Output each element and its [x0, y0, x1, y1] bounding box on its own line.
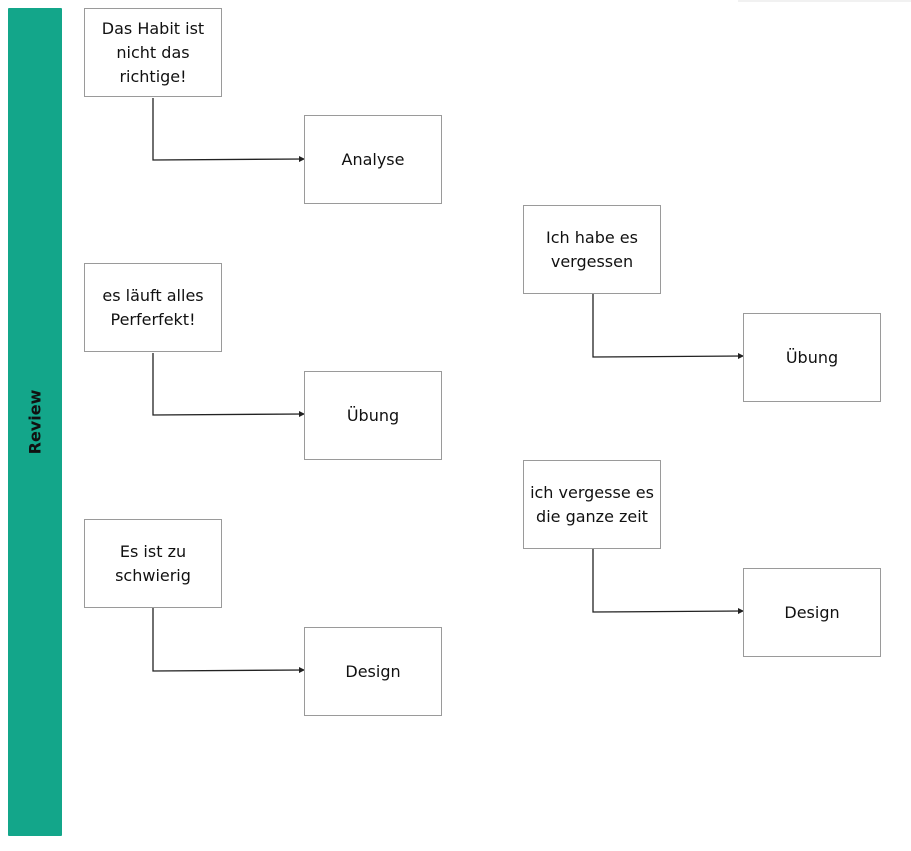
swimlane-label: Review — [25, 389, 45, 455]
connector-4 — [592, 294, 744, 360]
connector-1 — [152, 98, 305, 163]
target-node-4[interactable]: Übung — [743, 313, 881, 402]
canvas-top-edge — [738, 0, 911, 2]
source-node-5[interactable]: ich vergesse es die ganze zeit — [523, 460, 661, 549]
source-node-1[interactable]: Das Habit ist nicht das richtige! — [84, 8, 222, 97]
target-node-3[interactable]: Design — [304, 627, 442, 716]
swimlane-bar — [8, 8, 62, 836]
target-node-2[interactable]: Übung — [304, 371, 442, 460]
connector-3 — [152, 608, 305, 674]
source-node-2[interactable]: es läuft alles Perferfekt! — [84, 263, 222, 352]
connector-5 — [592, 549, 744, 615]
source-node-3[interactable]: Es ist zu schwierig — [84, 519, 222, 608]
connector-2 — [152, 353, 305, 418]
target-node-1[interactable]: Analyse — [304, 115, 442, 204]
target-node-5[interactable]: Design — [743, 568, 881, 657]
source-node-4[interactable]: Ich habe es vergessen — [523, 205, 661, 294]
